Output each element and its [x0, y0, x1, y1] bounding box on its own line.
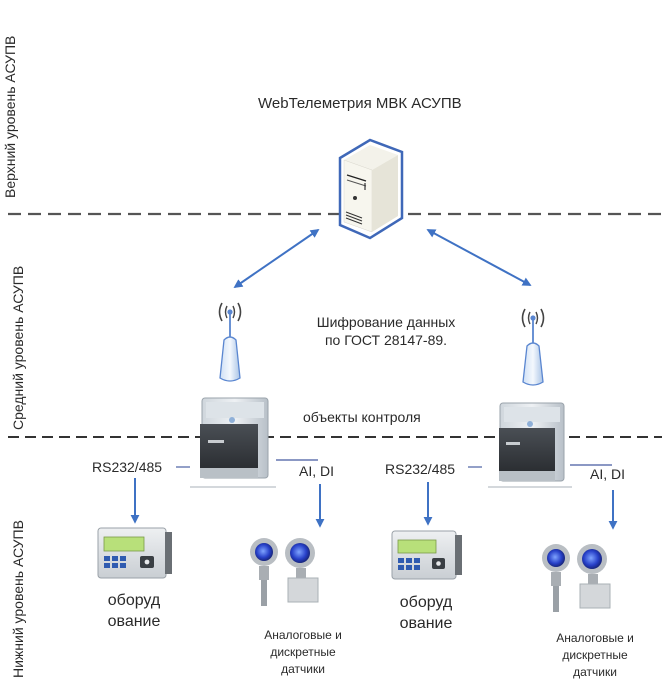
link-arrow-right: [426, 229, 532, 286]
antenna-icon-left: [218, 302, 242, 382]
antenna-icon-right: [521, 308, 545, 386]
control-objects-label: объекты контроля: [303, 409, 421, 425]
encryption-line-1: Шифрование данных: [316, 314, 456, 330]
link-arrow-left: [233, 228, 320, 289]
sensors-label-right-3: датчики: [573, 665, 617, 679]
sensors-label-right-2: дискретные: [562, 648, 628, 662]
sensors-label-left-2: дискретные: [270, 645, 336, 659]
io-label-right: AI, DI: [590, 466, 626, 482]
equipment-label-right-1: оборуд: [399, 594, 453, 611]
sensors-label-right-1: Аналоговые и: [556, 631, 634, 645]
encryption-note: Шифрование данных по ГОСТ 28147-89.: [296, 313, 476, 349]
equipment-label-left: оборуд ование: [94, 590, 174, 632]
serial-interface-label-right: RS232/485: [385, 461, 456, 477]
encryption-line-2: по ГОСТ 28147-89.: [324, 332, 448, 348]
io-label-left: AI, DI: [299, 463, 335, 479]
control-cabinet-icon-right: [488, 402, 572, 488]
serial-interface-label-left: RS232/485: [92, 459, 163, 475]
equipment-label-left-2: ование: [107, 613, 161, 630]
sensor-transmitters-icon-left: [250, 538, 319, 606]
equipment-label-right-2: ование: [399, 615, 453, 632]
sensors-label-left-1: Аналоговые и: [264, 628, 342, 642]
equipment-label-left-1: оборуд: [107, 592, 161, 609]
server-tower-icon: [338, 138, 404, 240]
equipment-controller-icon-left: [97, 527, 172, 579]
control-cabinet-icon-left: [190, 397, 276, 488]
sensors-label-left: Аналоговые и дискретные датчики: [258, 627, 348, 678]
sensors-label-left-3: датчики: [281, 662, 325, 676]
sensor-transmitters-icon-right: [542, 544, 611, 612]
equipment-label-right: оборуд ование: [386, 592, 466, 634]
server-title: WebТелеметрия МВК АСУПВ: [258, 95, 462, 112]
sensors-label-right: Аналоговые и дискретные датчики: [550, 630, 640, 681]
equipment-controller-icon-right: [391, 530, 462, 580]
